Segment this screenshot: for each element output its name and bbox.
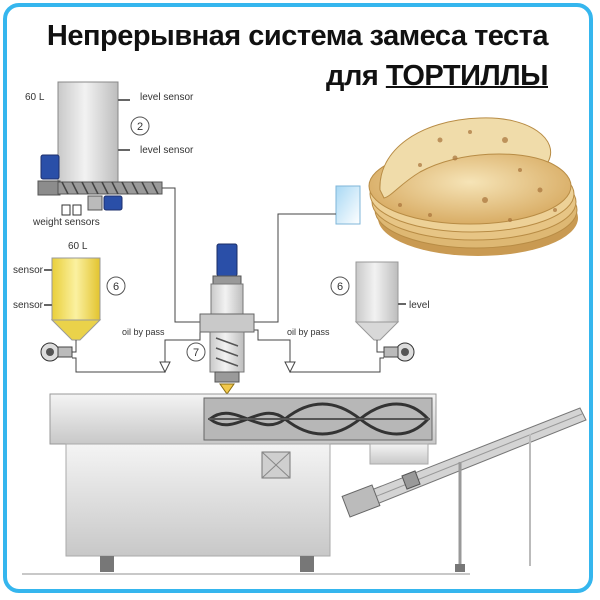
- discharge-conveyor: [341, 407, 587, 572]
- oil-bypass-right-label: oil by pass: [287, 327, 330, 337]
- flour-line: [162, 187, 210, 323]
- sensor-top-label: sensor: [13, 265, 44, 276]
- sensor-right-label: level: [409, 300, 430, 311]
- callout-6-right: 6: [337, 281, 343, 293]
- premixer: [199, 243, 255, 395]
- callout-circle-6-left: [106, 276, 126, 296]
- water-line: [248, 213, 336, 323]
- callout-circle-2: [130, 116, 150, 136]
- callout-circle-7: [186, 342, 206, 362]
- feed-motor: [37, 154, 61, 196]
- tortilla-stack-image: [368, 117, 578, 256]
- frame-border: [3, 3, 593, 593]
- tank-capacity-label: 60 L: [25, 92, 45, 103]
- water-tank: [335, 185, 361, 225]
- level-sensor-bottom-label: level sensor: [140, 145, 194, 156]
- title-line-1: Непрерывная система замеса теста: [46, 20, 549, 52]
- valve-left: [159, 361, 171, 374]
- valve-right: [284, 361, 296, 374]
- oil-line-right: [289, 340, 384, 373]
- title-emphasis: ТОРТИЛЛЫ: [385, 60, 549, 92]
- sensor-bottom-label: sensor: [13, 300, 44, 311]
- callout-2: 2: [137, 121, 143, 133]
- oil-tank-right: [354, 261, 406, 341]
- yellow-tank-capacity-label: 60 L: [68, 241, 88, 252]
- weight-sensors-label: weight sensors: [32, 217, 100, 228]
- oil-pump-left: [40, 342, 73, 362]
- callout-6-left: 6: [113, 281, 119, 293]
- callout-circle-6-right: [330, 276, 350, 296]
- title-line-2: для ТОРТИЛЛЫ: [326, 60, 548, 93]
- weight-sensor-blocks: [61, 195, 103, 216]
- oil-tank-yellow: [44, 257, 102, 341]
- oil-pump-right: [383, 342, 415, 362]
- main-kneader: [22, 393, 470, 575]
- oil-feed-right: [248, 329, 291, 360]
- flour-tank: [57, 81, 130, 183]
- oil-bypass-left-label: oil by pass: [122, 327, 165, 337]
- level-sensor-top-label: level sensor: [140, 92, 194, 103]
- title-line-2-prefix: для: [326, 60, 386, 92]
- callout-7: 7: [193, 347, 199, 359]
- oil-line-left: [72, 340, 166, 373]
